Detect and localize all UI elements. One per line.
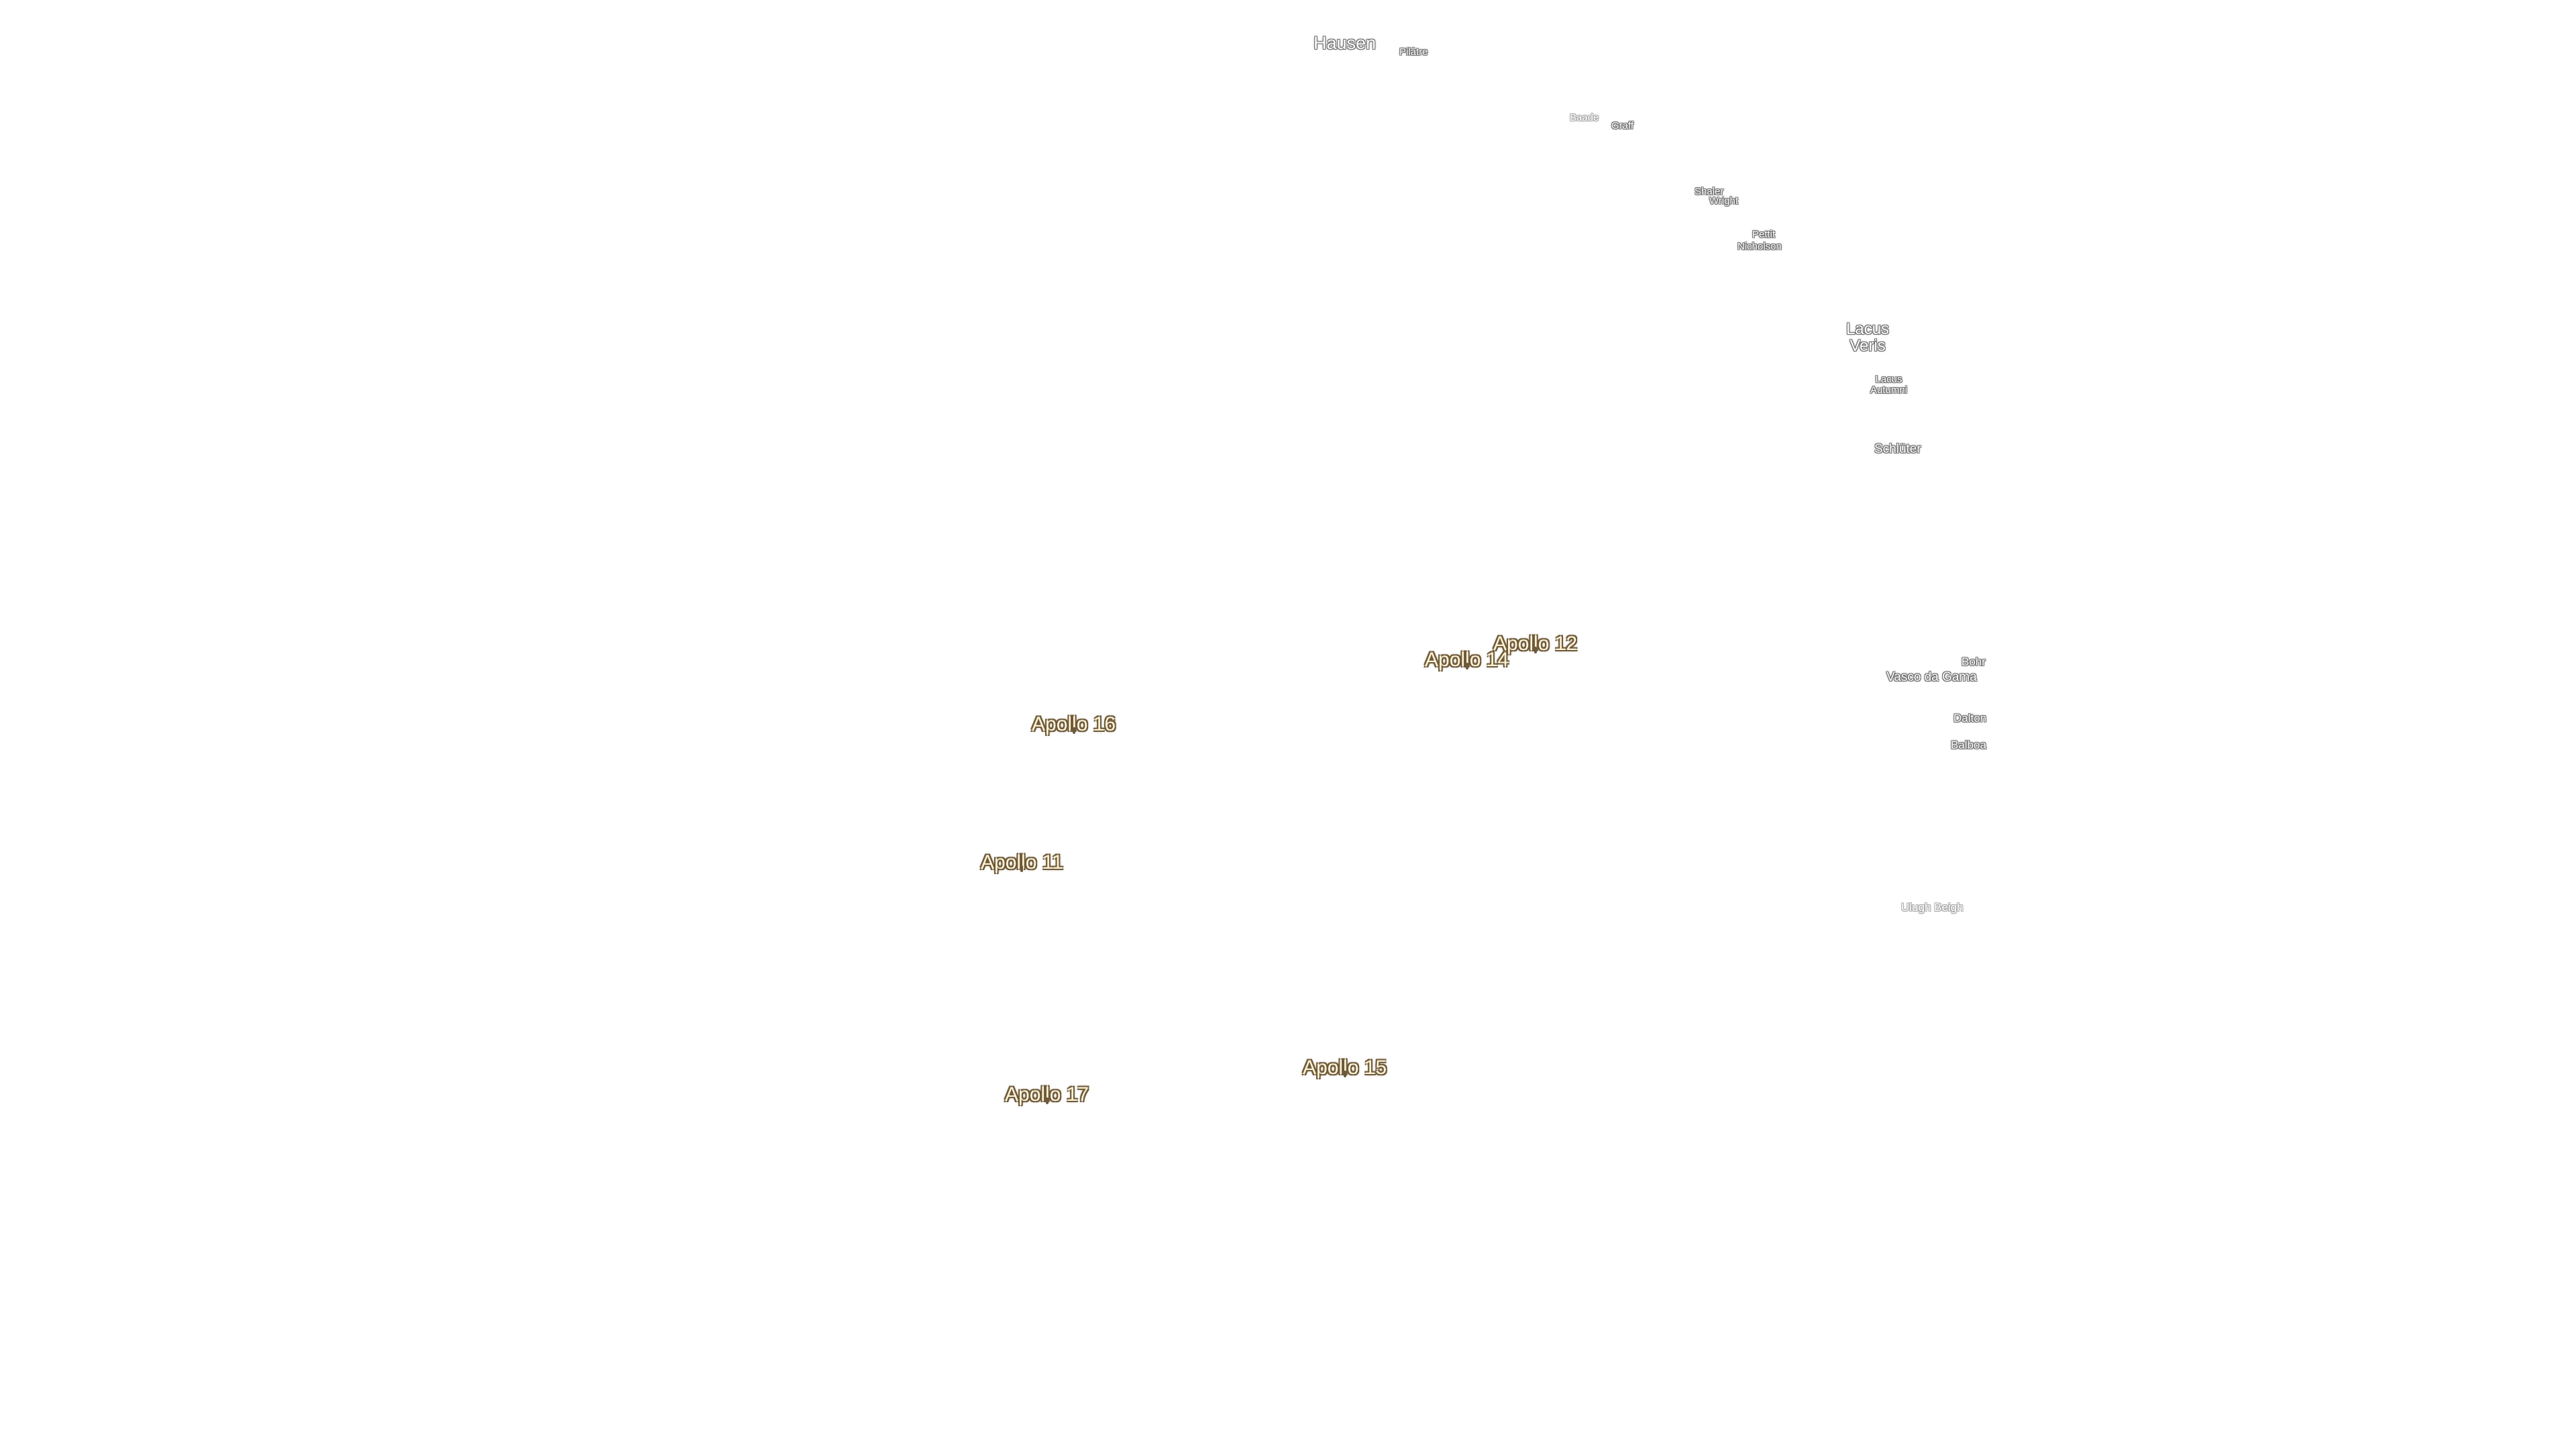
crater-label-graff[interactable]: Graff	[1611, 121, 1633, 131]
crater-label-ulugh-beigh[interactable]: Ulugh Beigh	[1901, 902, 1964, 914]
crater-label-text: Pilâtre	[1399, 46, 1428, 58]
mare-label-line-1: Lacus	[1875, 374, 1902, 385]
crater-label-text: Vasco da Gama	[1886, 670, 1977, 684]
mare-label-lacus-veris[interactable]: Lacus Veris	[1846, 320, 1890, 356]
crater-label-text: Balboa	[1951, 739, 1986, 751]
landing-site-pin-icon	[1343, 1070, 1346, 1077]
mare-label-lacus-autumni[interactable]: Lacus Autumni	[1870, 374, 1907, 396]
crater-label-balboa[interactable]: Balboa	[1951, 739, 1986, 751]
landing-site-pin-icon	[1072, 727, 1075, 734]
crater-label-text: Nicholson	[1737, 241, 1782, 252]
crater-label-text: Schlüter	[1874, 442, 1921, 456]
landing-site-apollo-15[interactable]: Apollo 15	[1303, 1057, 1387, 1079]
crater-label-text: Ulugh Beigh	[1901, 901, 1964, 914]
crater-label-pilatre[interactable]: Pilâtre	[1399, 47, 1428, 58]
crater-label-wright[interactable]: Wright	[1709, 196, 1738, 207]
crater-label-pettit[interactable]: Pettit	[1752, 229, 1775, 240]
crater-label-text: Graff	[1611, 120, 1634, 131]
crater-label-text: Wright	[1709, 195, 1739, 207]
mare-label-line-2: Veris	[1849, 337, 1886, 356]
crater-label-hausen[interactable]: Hausen	[1313, 33, 1377, 53]
landing-site-pin-icon	[1465, 662, 1468, 669]
crater-label-text: Dalton	[1953, 712, 1987, 724]
crater-label-bohr[interactable]: Bohr	[1962, 656, 1986, 668]
landing-site-apollo-17[interactable]: Apollo 17	[1005, 1084, 1089, 1106]
crater-label-text: Pettit	[1752, 229, 1776, 240]
mare-label-line-2: Autumni	[1870, 384, 1908, 396]
crater-label-shaler[interactable]: Shaler	[1695, 186, 1723, 197]
landing-site-apollo-11[interactable]: Apollo 11	[981, 852, 1063, 873]
crater-label-text: Shaler	[1695, 186, 1724, 197]
landing-site-apollo-16[interactable]: Apollo 16	[1032, 714, 1116, 735]
mare-label-line-1: Lacus	[1846, 320, 1890, 338]
crater-label-vasco-da-gama[interactable]: Vasco da Gama	[1886, 671, 1977, 684]
landing-site-pin-icon	[1020, 865, 1024, 872]
landing-site-pin-icon	[1534, 646, 1537, 653]
landing-site-apollo-12[interactable]: Apollo 12	[1493, 633, 1577, 655]
crater-label-baade[interactable]: Baade	[1570, 113, 1599, 123]
landing-site-pin-icon	[1045, 1097, 1049, 1104]
crater-label-schluter[interactable]: Schlüter	[1874, 443, 1921, 456]
landing-site-apollo-14[interactable]: Apollo 14	[1425, 649, 1509, 671]
crater-label-dalton[interactable]: Dalton	[1953, 712, 1986, 724]
crater-label-nicholson[interactable]: Nicholson	[1737, 241, 1782, 252]
crater-label-text: Hausen	[1313, 33, 1377, 53]
crater-label-text: Baade	[1570, 112, 1599, 123]
crater-label-text: Bohr	[1962, 655, 1986, 668]
